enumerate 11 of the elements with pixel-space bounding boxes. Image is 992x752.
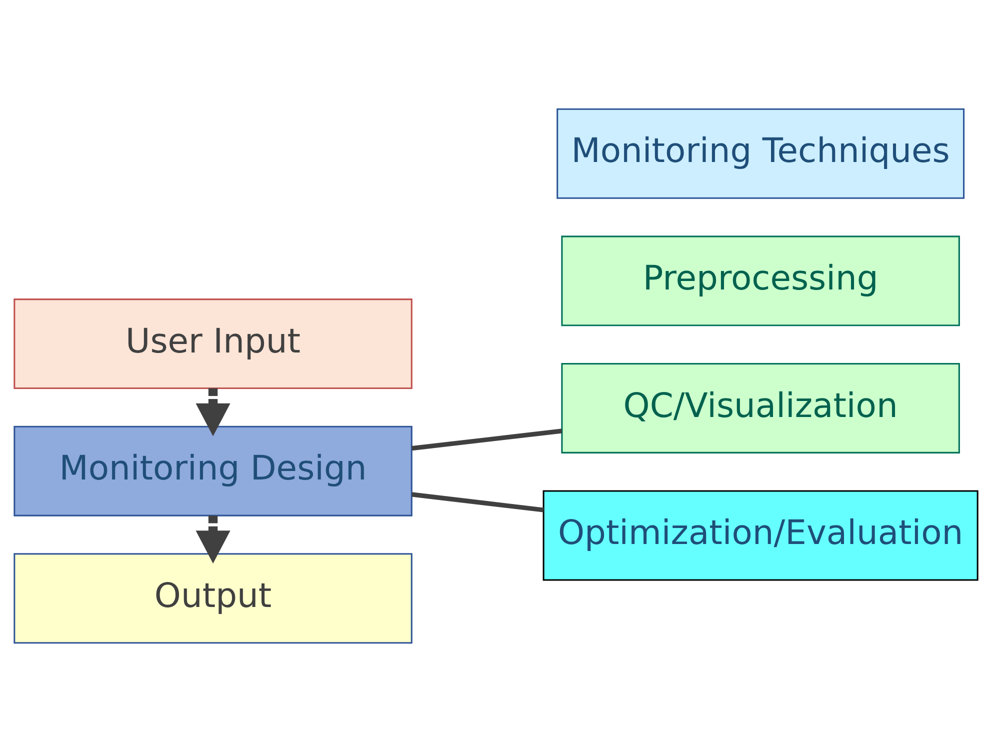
node-box: Monitoring Techniques [556,108,965,199]
arrow [196,516,230,564]
connector [412,428,562,451]
node-box: Output [14,553,412,644]
node-box: Monitoring Design [14,426,412,516]
connector [412,492,544,512]
node-box: QC/Visualization [561,362,960,454]
node-box: Optimization/Evaluation [542,490,978,581]
node-box: User Input [14,298,412,390]
node-box: Preprocessing [561,236,960,326]
arrow [196,388,230,436]
